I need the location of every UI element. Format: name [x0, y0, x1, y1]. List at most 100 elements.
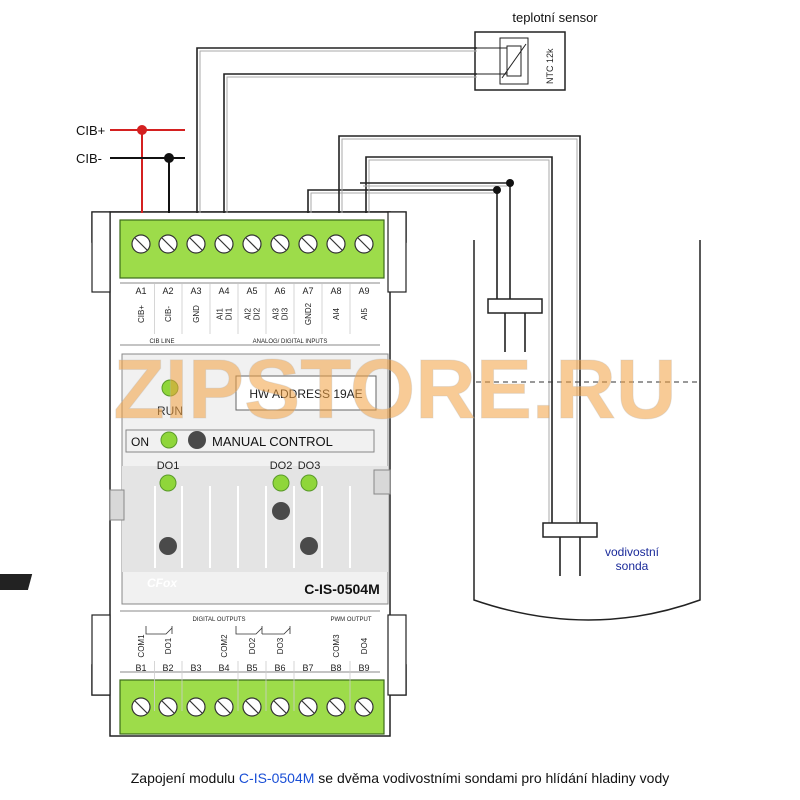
bottom-terminal-strip: [119, 679, 385, 735]
bottom-terminal-id-8: B8: [330, 663, 341, 673]
do3-led: [300, 474, 318, 492]
ntc-label: NTC 12k: [545, 48, 555, 84]
probe-label-line2: sonda: [616, 559, 649, 573]
bottom-terminal-function-8-1: COM3: [332, 634, 341, 658]
caption-model: C-IS-0504M: [238, 770, 315, 786]
top-terminal-screw-slot-4: [217, 237, 231, 251]
top-terminal-screw-slot-3: [189, 237, 203, 251]
top-terminal-function-5-2: DI2: [253, 307, 262, 320]
bottom-terminal-function-9-1: DO4: [360, 637, 369, 654]
do2-manual-button[interactable]: [272, 502, 290, 520]
probe-label-line1: vodivostní: [605, 545, 660, 559]
top-terminal-function-6-1: AI3: [272, 307, 281, 320]
bottom-terminal-screw-slot-9: [357, 700, 371, 714]
bottom-terminal-id-4: B4: [218, 663, 229, 673]
manual-control-button[interactable]: [188, 431, 206, 449]
top-terminal-id-2: A2: [162, 286, 173, 296]
bottom-terminal-screw-slot-7: [301, 700, 315, 714]
top-terminal-id-7: A7: [302, 286, 313, 296]
temperature-sensor: NTC 12k: [474, 31, 566, 91]
top-terminal-screw-slot-6: [273, 237, 287, 251]
top-terminal-function-2-1: CIB-: [164, 306, 173, 322]
cib-line-label: CIB LINE: [149, 339, 174, 345]
bottom-terminal-function-4-1: COM2: [220, 634, 229, 658]
caption-prefix: Zapojení modulu: [130, 770, 239, 786]
upper-probe: [487, 298, 543, 352]
bottom-terminal-id-3: B3: [190, 663, 201, 673]
do2-label: DO2: [270, 460, 293, 472]
hw-address-box: HW ADDRESS 19AE: [235, 375, 377, 411]
bottom-terminal-function-6-1: DO3: [276, 637, 285, 654]
top-terminal-function-6-2: DI3: [281, 307, 290, 320]
top-terminal-function-3-1: GND: [192, 305, 201, 323]
bus-wires: [110, 125, 185, 213]
top-terminal-id-9: A9: [358, 286, 369, 296]
top-terminal-function-9-1: AI5: [360, 307, 369, 320]
hw-address-text: HW ADDRESS 19AE: [249, 387, 362, 401]
bottom-terminal-function-5-1: DO2: [248, 637, 257, 654]
bottom-terminal-id-6: B6: [274, 663, 285, 673]
water-tank: [473, 240, 701, 621]
sensor-title: teplotní sensor: [512, 10, 598, 25]
do2-led: [272, 474, 290, 492]
top-terminal-id-1: A1: [135, 286, 146, 296]
top-terminal-id-4: A4: [218, 286, 229, 296]
brand-text: CFox: [147, 576, 178, 590]
digital-outputs-label: DIGITAL OUTPUTS: [192, 617, 245, 623]
relay-contacts: [145, 626, 291, 635]
bottom-terminal-id-5: B5: [246, 663, 257, 673]
top-terminal-function-1-1: CIB+: [137, 305, 146, 323]
bottom-terminal-screw-slot-1: [134, 700, 148, 714]
cib-plus-label: CIB+: [76, 123, 105, 138]
bottom-terminal-function-2-1: DO1: [164, 637, 173, 654]
top-terminal-id-5: A5: [246, 286, 257, 296]
caption-suffix: se dvěma vodivostními sondami pro hlídán…: [314, 770, 670, 786]
bottom-terminal-id-1: B1: [135, 663, 146, 673]
do1-label: DO1: [157, 460, 180, 472]
bottom-terminal-id-9: B9: [358, 663, 369, 673]
manual-control-label: MANUAL CONTROL: [212, 434, 333, 449]
top-terminal-function-7-1: GND2: [304, 302, 313, 325]
top-terminal-function-8-1: AI4: [332, 307, 341, 320]
watermark: ZIPSTORE.RU: [113, 342, 676, 436]
top-terminal-id-3: A3: [190, 286, 201, 296]
top-terminal-screw-slot-1: [134, 237, 148, 251]
on-label: ON: [131, 435, 149, 449]
cib-minus-label: CIB-: [76, 151, 102, 166]
do3-manual-button[interactable]: [300, 537, 318, 555]
on-led: [160, 431, 178, 449]
bottom-terminal-screw-slot-3: [189, 700, 203, 714]
top-terminal-screw-slot-8: [329, 237, 343, 251]
run-label: RUN: [157, 404, 183, 418]
bottom-terminal-screw-slot-4: [217, 700, 231, 714]
top-terminal-function-4-2: DI1: [225, 307, 234, 320]
lower-probe: [542, 522, 598, 576]
bottom-terminal-id-2: B2: [162, 663, 173, 673]
top-terminal-function-4-1: AI1: [216, 307, 225, 320]
top-terminal-id-6: A6: [274, 286, 285, 296]
pwm-output-label: PWM OUTPUT: [331, 617, 372, 623]
do3-label: DO3: [298, 460, 321, 472]
top-terminal-id-8: A8: [330, 286, 341, 296]
do1-led: [159, 474, 177, 492]
bottom-terminal-screw-slot-8: [329, 700, 343, 714]
bottom-terminal-screw-slot-6: [273, 700, 287, 714]
top-terminal-strip: [119, 219, 385, 279]
caption: Zapojení modulu C-IS-0504M se dvěma vodi…: [0, 770, 800, 786]
signal-wires: [196, 47, 581, 525]
analog-digital-inputs-label: ANALOG/ DIGITAL INPUTS: [253, 339, 328, 345]
bottom-terminal-screw-slot-2: [161, 700, 175, 714]
do1-manual-button[interactable]: [159, 537, 177, 555]
bottom-terminal-id-7: B7: [302, 663, 313, 673]
model-label: C-IS-0504M: [304, 581, 379, 597]
top-terminal-screw-slot-5: [245, 237, 259, 251]
top-terminal-function-5-1: AI2: [244, 307, 253, 320]
cfox-logo: CFox: [0, 574, 178, 590]
bottom-terminal-function-1-1: COM1: [137, 634, 146, 658]
top-terminal-screw-slot-7: [301, 237, 315, 251]
top-terminal-screw-slot-9: [357, 237, 371, 251]
run-led: [161, 379, 179, 397]
